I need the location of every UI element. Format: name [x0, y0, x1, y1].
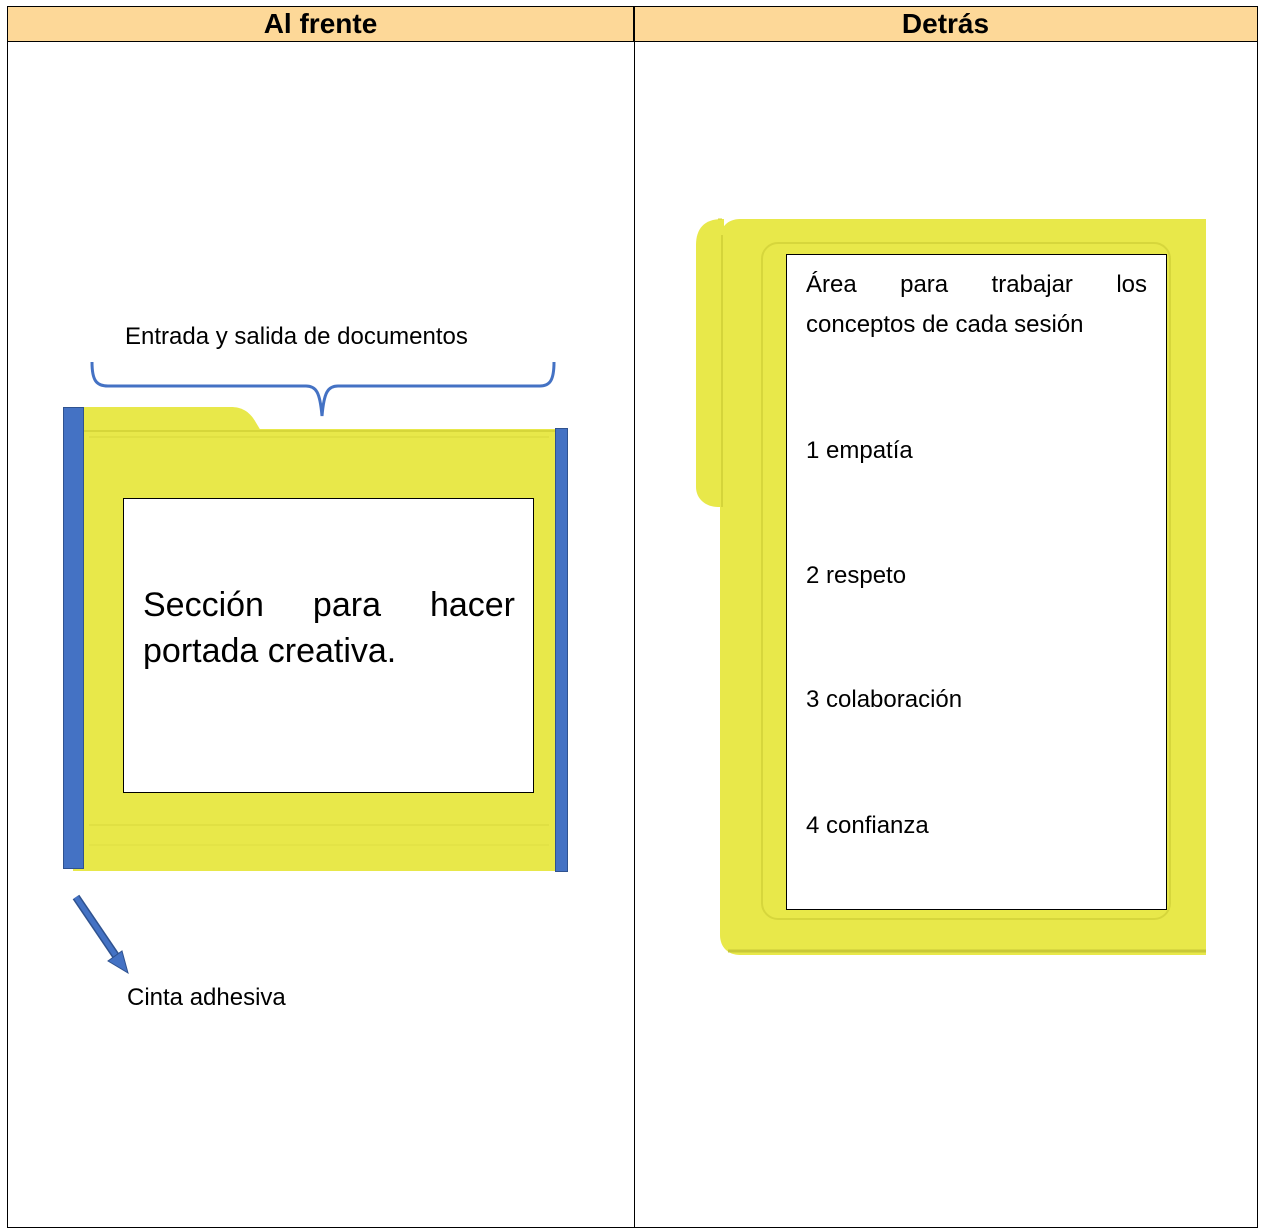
brace-caption: Entrada y salida de documentos	[125, 323, 468, 350]
tape-caption: Cinta adhesiva	[127, 984, 286, 1011]
concept-item: 2 respeto	[806, 562, 907, 589]
adhesive-tape-left	[63, 407, 84, 869]
concept-item: 1 empatía	[806, 437, 913, 464]
comparison-table: Al frente Detrás	[7, 6, 1258, 1228]
concept-item: 3 colaboración	[806, 686, 963, 713]
curly-brace-icon	[90, 361, 556, 417]
column-divider	[634, 7, 635, 1227]
cover-box	[123, 498, 534, 793]
concept-item: 4 confianza	[806, 812, 929, 839]
header-back: Detrás	[634, 7, 1257, 42]
arrow-icon	[72, 894, 129, 975]
cover-text: Sección para hacer portada creativa.	[143, 586, 515, 670]
concepts-intro: Área para trabajar los conceptos de cada…	[806, 271, 1147, 338]
adhesive-tape-right	[555, 428, 568, 872]
header-front: Al frente	[8, 7, 634, 42]
concepts-box	[786, 254, 1167, 910]
